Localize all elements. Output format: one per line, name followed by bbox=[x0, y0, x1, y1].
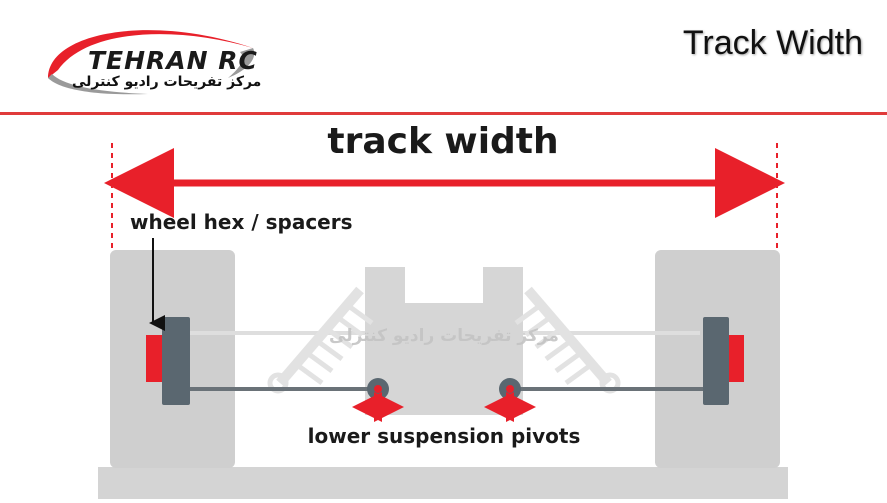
watermark-text: مرکز تفریحات رادیو کنترلی bbox=[329, 326, 559, 346]
left-hub bbox=[162, 317, 190, 405]
left-shock bbox=[267, 286, 374, 394]
track-width-label: track width bbox=[327, 121, 558, 162]
right-pivot-center bbox=[506, 385, 514, 393]
diagram-canvas: مرکز تفریحات رادیو کنترلی track width wh… bbox=[98, 121, 788, 499]
header-divider bbox=[0, 112, 887, 115]
header: TEHRAN RC مرکز تفریحات رادیو کنترلی Trac… bbox=[0, 0, 887, 114]
center-chassis-base bbox=[405, 380, 483, 415]
tehran-rc-logo: TEHRAN RC مرکز تفریحات رادیو کنترلی bbox=[28, 8, 268, 104]
left-spacer bbox=[146, 335, 162, 382]
center-chassis bbox=[365, 267, 523, 415]
logo-text: TEHRAN RC bbox=[88, 46, 258, 75]
chassis-plate bbox=[98, 467, 788, 499]
left-pivot-center bbox=[374, 385, 382, 393]
right-shock bbox=[514, 286, 621, 394]
pivot-label: lower suspension pivots bbox=[308, 424, 581, 448]
right-hub bbox=[703, 317, 729, 405]
logo-swoosh-icon bbox=[48, 30, 255, 95]
track-width-diagram: مرکز تفریحات رادیو کنترلی track width wh… bbox=[0, 115, 887, 499]
page-title: Track Width bbox=[682, 24, 863, 62]
logo-subtitle: مرکز تفریحات رادیو کنترلی bbox=[72, 74, 262, 90]
right-spacer bbox=[728, 335, 744, 382]
wheel-hex-label: wheel hex / spacers bbox=[130, 210, 353, 234]
